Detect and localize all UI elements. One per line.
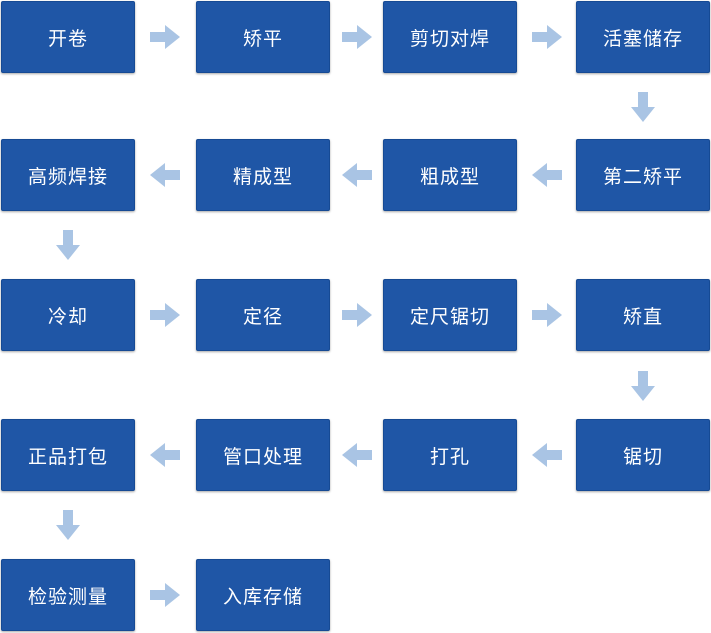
step-sawing: 锯切 [576, 419, 710, 491]
arrow-left-icon [150, 443, 180, 467]
arrow-right-icon [532, 25, 562, 49]
step-leveling: 矫平 [196, 1, 330, 73]
step-fine-forming: 精成型 [196, 139, 330, 211]
step-inspection: 检验测量 [1, 559, 135, 631]
arrow-right-icon [532, 303, 562, 327]
step-hf-welding: 高频焊接 [1, 139, 135, 211]
arrow-left-icon [532, 163, 562, 187]
step-length-sawing: 定尺锯切 [383, 279, 517, 351]
step-rough-forming: 粗成型 [383, 139, 517, 211]
arrow-left-icon [342, 443, 372, 467]
arrow-right-icon [150, 25, 180, 49]
arrow-right-icon [342, 303, 372, 327]
step-cooling: 冷却 [1, 279, 135, 351]
step-shear-butt-welding: 剪切对焊 [383, 1, 517, 73]
arrow-right-icon [150, 303, 180, 327]
arrow-down-icon [631, 371, 655, 401]
step-second-leveling: 第二矫平 [576, 139, 710, 211]
step-sizing: 定径 [196, 279, 330, 351]
step-pipe-end-treatment: 管口处理 [196, 419, 330, 491]
arrow-down-icon [56, 230, 80, 260]
arrow-down-icon [631, 92, 655, 122]
step-punching: 打孔 [383, 419, 517, 491]
arrow-right-icon [342, 25, 372, 49]
step-straightening: 矫直 [576, 279, 710, 351]
step-uncoiling: 开卷 [1, 1, 135, 73]
arrow-down-icon [56, 510, 80, 540]
arrow-right-icon [150, 583, 180, 607]
step-warehousing: 入库存储 [196, 559, 330, 631]
arrow-left-icon [532, 443, 562, 467]
step-accumulator-storage: 活塞储存 [576, 1, 710, 73]
arrow-left-icon [150, 163, 180, 187]
arrow-left-icon [342, 163, 372, 187]
step-packing: 正品打包 [1, 419, 135, 491]
